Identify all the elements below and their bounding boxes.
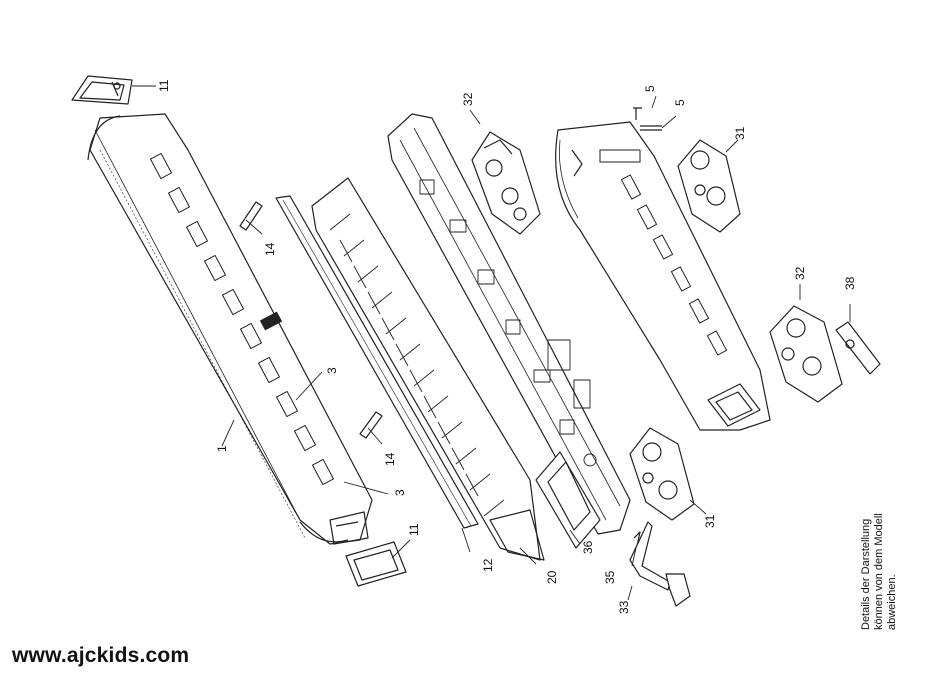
clip-part-lower xyxy=(360,412,382,438)
note-line-1: Details der Darstellung xyxy=(860,470,873,630)
note-line-2: können von dem Modell xyxy=(873,470,886,630)
callout-12: 12 xyxy=(481,558,495,572)
callout-33: 33 xyxy=(617,600,631,614)
callout-11-bottom: 11 xyxy=(407,523,421,536)
pin-parts xyxy=(633,108,662,130)
callout-3-upper: 3 xyxy=(325,367,339,374)
callout-38: 38 xyxy=(843,276,857,290)
callout-5-lower: 5 xyxy=(673,99,687,106)
bogie-right-top-part xyxy=(678,140,740,232)
callout-3-lower: 3 xyxy=(393,489,407,496)
callout-5-upper: 5 xyxy=(643,85,657,92)
callout-14-lower: 14 xyxy=(383,452,397,466)
bogie-lower-part xyxy=(630,428,694,520)
end-cap-top-part xyxy=(72,76,132,104)
callout-36: 36 xyxy=(581,540,595,554)
callout-20: 20 xyxy=(545,570,559,584)
callout-31-bottom: 31 xyxy=(703,514,717,528)
callout-14-upper: 14 xyxy=(263,242,277,256)
callout-32-top: 32 xyxy=(461,92,475,106)
callout-1: 1 xyxy=(215,445,229,452)
website-url[interactable]: www.ajckids.com xyxy=(12,644,189,668)
disclaimer-note: Details der Darstellung können von dem M… xyxy=(860,470,899,630)
clip-part-upper xyxy=(240,202,262,230)
note-line-3: abweichen. xyxy=(886,470,899,630)
bogie-right-middle-part xyxy=(770,306,842,402)
car-body-shell-part xyxy=(88,114,372,544)
cab-body-part xyxy=(556,122,770,430)
callout-11-top: 11 xyxy=(157,79,171,92)
end-cap-bottom-part xyxy=(346,542,406,586)
callout-32-right: 32 xyxy=(793,266,807,280)
callout-35: 35 xyxy=(603,570,617,584)
coupler-part xyxy=(836,322,880,374)
callout-31-top: 31 xyxy=(733,126,747,140)
